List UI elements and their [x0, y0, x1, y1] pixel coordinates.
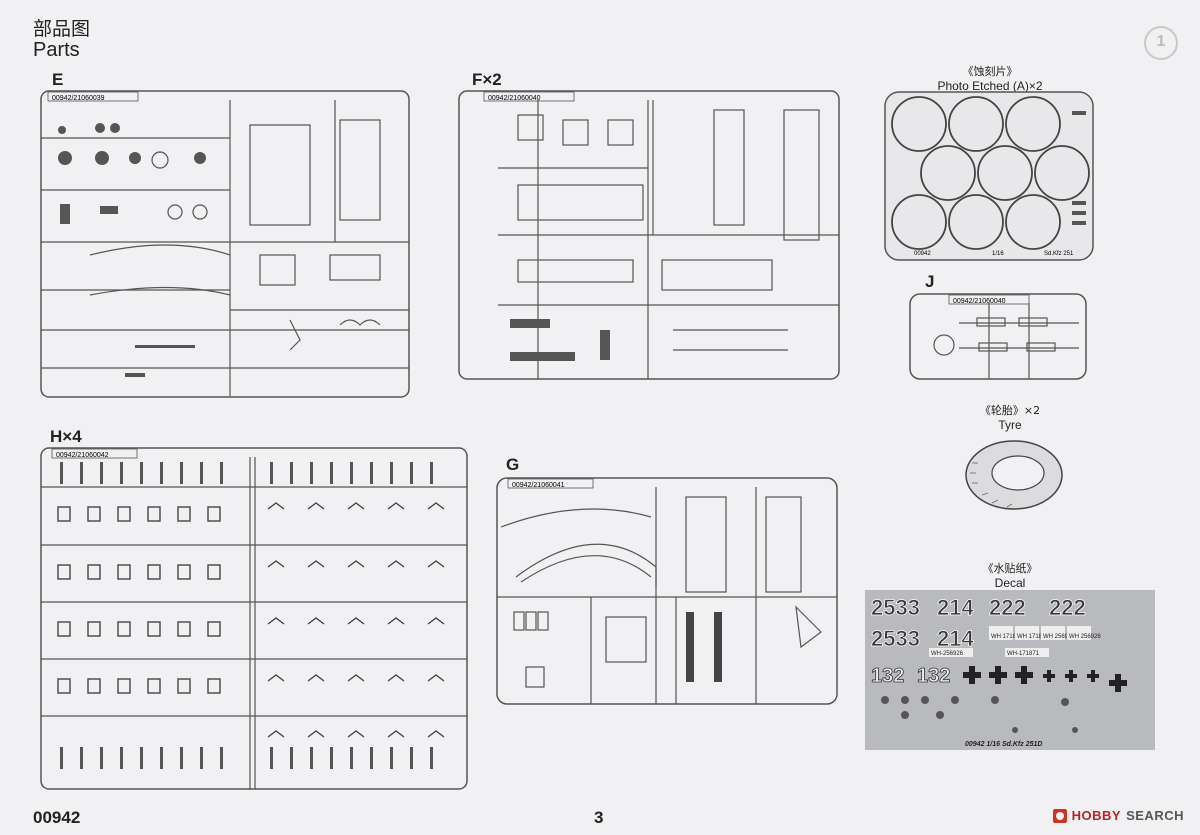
sprue-h-code: 00942/21060042 — [56, 452, 109, 459]
photo-etched-fret: 00942 1/16 Sd.Kfz 251 — [884, 91, 1094, 261]
decal-plate: WH 256926 — [1069, 634, 1101, 640]
photo-etched-en: Photo Etched (A)×2 — [937, 78, 1043, 93]
decal-plate: WH 171871 — [1017, 634, 1049, 640]
sprue-j: 00942/21060040 — [909, 293, 1087, 380]
heading-english: Parts — [33, 38, 80, 61]
decal-number: 214 — [937, 626, 974, 651]
sprue-g-label: G — [506, 455, 520, 474]
decal-plate-long: WH-256926 — [931, 651, 964, 657]
decal-number: 2533 — [871, 595, 920, 620]
sprue-e: 00942/21060039 — [40, 90, 410, 398]
sprue-h-label: H×4 — [50, 427, 82, 446]
watermark-logo-icon — [1052, 808, 1067, 823]
decal-en: Decal — [994, 575, 1026, 590]
pe-code: 00942 — [914, 251, 931, 257]
decal-plate: WH 256926 — [1043, 634, 1075, 640]
sprue-j-label: J — [925, 272, 935, 291]
watermark-text-1: HOBBY — [1071, 808, 1122, 823]
decal-number: 222 — [989, 595, 1026, 620]
photo-etched-cn: 《蚀刻片》 — [962, 65, 1018, 78]
pe-scale: 1/16 — [992, 251, 1004, 257]
decal-plate: WH 171871 — [991, 634, 1023, 640]
heading-chinese: 部品图 — [33, 18, 91, 40]
sprue-f: 00942/21060040 — [458, 90, 840, 380]
sprue-f-code: 00942/21060040 — [488, 95, 541, 102]
decal-plate-long: WH-171871 — [1007, 651, 1040, 657]
photo-etched-caption: 《蚀刻片》 Photo Etched (A)×2 — [915, 65, 1065, 94]
tyre-caption: 《轮胎》×2 Tyre — [960, 404, 1060, 433]
sprue-f-label: F×2 — [472, 70, 502, 89]
decal-caption: 《水贴纸》 Decal — [945, 562, 1075, 591]
sprue-e-code: 00942/21060039 — [52, 95, 105, 102]
watermark: HOBBY SEARCH — [1052, 808, 1184, 823]
sprue-e-label: E — [52, 70, 64, 89]
sprue-g: 00942/21060041 — [496, 477, 838, 705]
pe-model: Sd.Kfz 251 — [1044, 251, 1074, 257]
decal-footer-text: 00942 1/16 Sd.Kfz 251D — [965, 741, 1042, 748]
tyre-image — [965, 440, 1063, 510]
step-number-icon: 1 — [1144, 26, 1178, 60]
sprue-j-code: 00942/21060040 — [953, 298, 1006, 305]
tyre-en: Tyre — [998, 417, 1022, 432]
footer-product-code: 00942 — [33, 808, 81, 827]
footer-page-number: 3 — [594, 808, 604, 827]
decal-number: 132 — [871, 665, 904, 687]
decal-number: 132 — [917, 665, 950, 687]
sprue-h: 00942/21060042 — [40, 447, 468, 790]
sprue-g-code: 00942/21060041 — [512, 482, 565, 489]
watermark-text-2: SEARCH — [1126, 808, 1184, 823]
decal-sheet: 2533 214 222 222 2533 214 WH 171871 WH 1… — [865, 590, 1155, 750]
tyre-cn: 《轮胎》×2 — [979, 404, 1041, 417]
page-heading: 部品图 Parts — [33, 18, 91, 61]
decal-number: 214 — [937, 595, 974, 620]
decal-cn: 《水贴纸》 — [982, 562, 1038, 575]
decal-number: 222 — [1049, 595, 1086, 620]
decal-number: 2533 — [871, 626, 920, 651]
